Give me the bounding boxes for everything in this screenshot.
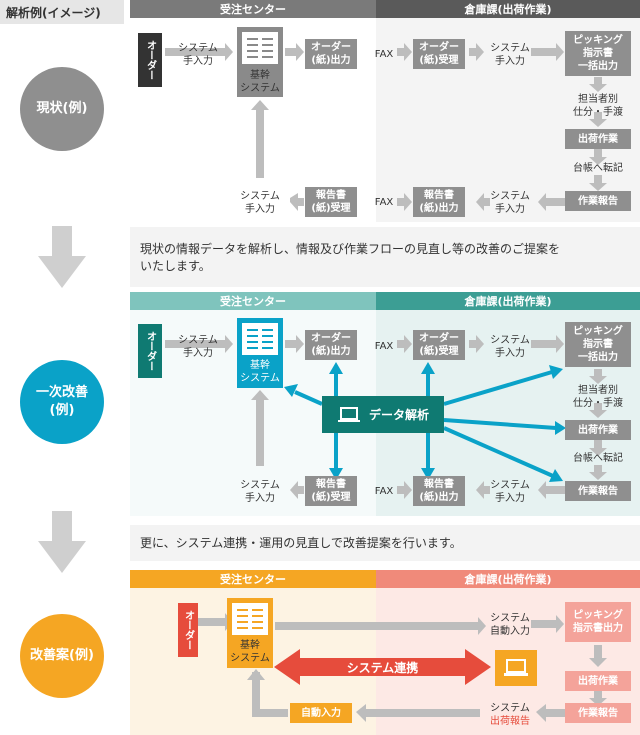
s2-header-warehouse: 倉庫課(出荷作業) — [376, 292, 640, 310]
data-analysis-label: データ解析 — [368, 408, 429, 422]
s1-picking: ピッキング 指示書 一括出力 — [565, 31, 631, 76]
s2-core-system-label: 基幹 システム — [240, 360, 280, 384]
s2-fax-bottom: FAX — [374, 486, 394, 497]
description-1: 現状の情報データを解析し、情報及び作業フローの見直し等の改善のご提案を いたしま… — [140, 242, 561, 273]
s1-order-box: オーダー — [138, 33, 162, 87]
s1-system-input-b: システム 手入力 — [490, 191, 530, 215]
s3-auto-input: 自動入力 — [290, 703, 352, 723]
s3-core-system-label: 基幹 システム — [230, 640, 270, 664]
label-first-improvement: 一次改善 (例) — [20, 360, 104, 444]
s2-core-system-icon — [237, 318, 283, 388]
s1-fax-top: FAX — [374, 49, 394, 60]
s1-system-input-w: システム 手入力 — [490, 43, 530, 67]
s1-staff: 担当者別 仕分・手渡 — [573, 94, 623, 118]
s2-shipping: 出荷作業 — [565, 420, 631, 440]
s1-report-receive: 報告書 (紙)受理 — [305, 187, 357, 217]
s3-core-system-icon — [227, 598, 273, 668]
s1-order-receive: オーダー (紙)受理 — [413, 39, 465, 69]
s2-order-receive: オーダー (紙)受理 — [413, 330, 465, 360]
s2-system-input-b: システム 手入力 — [490, 480, 530, 504]
page-label: 解析例(イメージ) — [0, 0, 124, 24]
s1-fax-bottom: FAX — [374, 197, 394, 208]
s1-system-input: システム 手入力 — [178, 43, 218, 67]
s2-header-center: 受注センター — [130, 292, 376, 310]
s2-order-output: オーダー (紙)出力 — [305, 330, 357, 360]
s1-system-input-c: システム 手入力 — [240, 191, 280, 215]
s2-fax-top: FAX — [374, 341, 394, 352]
s2-system-input-c: システム 手入力 — [240, 480, 280, 504]
s2-system-input-w: システム 手入力 — [490, 335, 530, 359]
laptop-icon — [337, 406, 360, 422]
s2-picking: ピッキング 指示書 一括出力 — [565, 322, 631, 367]
description-band-1 — [130, 227, 640, 287]
s3-header-warehouse: 倉庫課(出荷作業) — [376, 570, 640, 588]
s3-shipping: 出荷作業 — [565, 671, 631, 691]
s3-system-report-b: 出荷報告 — [490, 716, 530, 727]
s1-ledger: 台帳へ転記 — [573, 163, 623, 174]
s3-system-auto-input: システム 自動入力 — [490, 613, 530, 637]
s2-report-receive: 報告書 (紙)受理 — [305, 476, 357, 506]
down-arrow-1 — [38, 226, 86, 288]
s3-work-report: 作業報告 — [565, 703, 631, 723]
s1-report-output: 報告書 (紙)出力 — [413, 187, 465, 217]
s1-header-warehouse: 倉庫課(出荷作業) — [376, 0, 640, 18]
s2-staff: 担当者別 仕分・手渡 — [573, 385, 623, 409]
label-current: 現状(例) — [20, 67, 104, 151]
s3-system-report-a: システム — [490, 703, 530, 714]
s3-picking-output: ピッキング 指示書出力 — [565, 602, 631, 642]
s2-system-input: システム 手入力 — [178, 335, 218, 359]
s3-order-box: オーダー — [178, 603, 198, 657]
s1-shipping: 出荷作業 — [565, 129, 631, 149]
down-arrow-2 — [38, 511, 86, 573]
s1-core-system-label: 基幹 システム — [240, 70, 280, 94]
s2-work-report: 作業報告 — [565, 481, 631, 501]
s1-header-center: 受注センター — [130, 0, 376, 18]
s3-system-link-label: システム連携 — [346, 660, 419, 675]
label-proposal: 改善案(例) — [20, 614, 104, 698]
s2-data-analysis-box: データ解析 — [322, 396, 444, 433]
laptop-icon — [504, 659, 528, 676]
description-2: 更に、システム連携・運用の見直しで改善提案を行います。 — [140, 536, 462, 550]
s2-ledger: 台帳へ転記 — [573, 453, 623, 464]
s2-order-box: オーダー — [138, 324, 162, 378]
s3-laptop-box — [495, 650, 537, 686]
s2-report-output: 報告書 (紙)出力 — [413, 476, 465, 506]
s1-order-output: オーダー (紙)出力 — [305, 39, 357, 69]
s1-work-report: 作業報告 — [565, 191, 631, 211]
s1-core-system-icon — [237, 27, 283, 97]
description-band-2 — [130, 525, 640, 561]
s3-header-center: 受注センター — [130, 570, 376, 588]
